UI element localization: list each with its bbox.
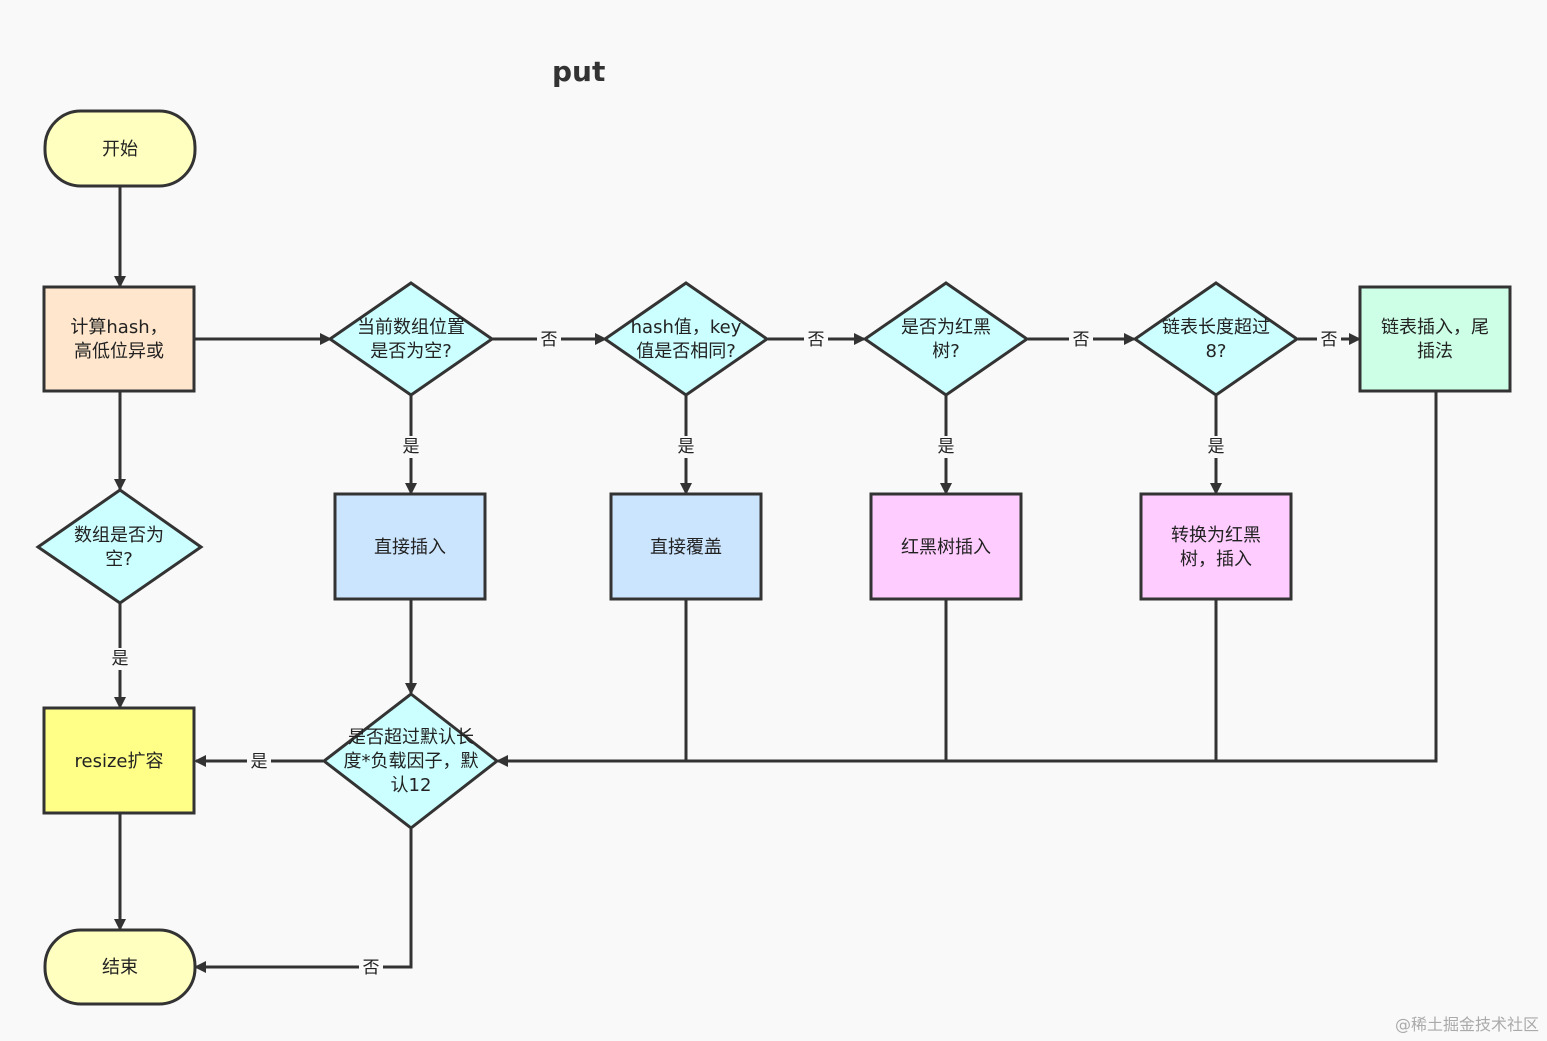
label-is-tree-yes: 是 xyxy=(934,436,958,458)
start-label: 开始 xyxy=(102,139,138,160)
node-text-line: 插法 xyxy=(1417,341,1453,362)
convert-tree-label: 转换为红黑树，插入 xyxy=(1171,525,1261,570)
edge-threshold-to-end xyxy=(194,829,413,973)
start-terminal: 开始 xyxy=(43,109,197,188)
node-text-line: 链表长度超过 xyxy=(1162,317,1270,338)
node-text-line: 8? xyxy=(1205,341,1226,362)
svg-text:是: 是 xyxy=(678,437,695,457)
label-list-gt8-no: 否 xyxy=(1317,329,1341,351)
node-text-line: 结束 xyxy=(102,957,138,978)
nodes: 开始 计算hash， 高低位异或 数组是否为空? resize扩容 结束 当前数组… xyxy=(35,109,1512,1006)
svg-text:是: 是 xyxy=(403,437,420,457)
node-text-line: 度*负载因子，默 xyxy=(344,751,479,772)
key-same-label: hash值，key 值是否相同? xyxy=(631,317,742,362)
direct-insert-label: 直接插入 xyxy=(374,537,446,558)
end-terminal: 结束 xyxy=(43,928,197,1006)
key-same-decision: hash值，key 值是否相同? xyxy=(602,281,770,397)
node-text-line: 是否为红黑 xyxy=(901,317,991,338)
threshold-label: 是否超过默认长度*负载因子，默认12 xyxy=(344,727,479,796)
direct-insert-box: 直接插入 xyxy=(333,492,487,601)
label-key-same-no: 否 xyxy=(804,329,828,351)
svg-text:是: 是 xyxy=(112,649,129,669)
edge-labels: 是 否 否 否 否 是 是 是 xyxy=(108,329,1341,979)
direct-overwrite-box: 直接覆盖 xyxy=(609,492,763,601)
svg-text:是: 是 xyxy=(251,752,268,772)
svg-text:是: 是 xyxy=(938,437,955,457)
list-gt8-decision: 链表长度超过 8? xyxy=(1132,281,1300,397)
label-is-tree-no: 否 xyxy=(1069,329,1093,351)
svg-text:否: 否 xyxy=(1073,330,1090,350)
label-key-same-yes: 是 xyxy=(674,436,698,458)
svg-text:是: 是 xyxy=(1208,437,1225,457)
node-text-line: 高低位异或 xyxy=(74,341,164,362)
node-text-line: 转换为红黑 xyxy=(1171,525,1261,546)
node-text-line: 树? xyxy=(932,341,960,362)
node-text-line: 值是否相同? xyxy=(636,341,736,362)
node-text-line: 是否为空? xyxy=(370,341,452,362)
direct-overwrite-label: 直接覆盖 xyxy=(650,537,722,558)
label-list-gt8-yes: 是 xyxy=(1204,436,1228,458)
tree-insert-box: 红黑树插入 xyxy=(869,492,1023,601)
node-text-line: 直接覆盖 xyxy=(650,537,722,558)
array-empty-label: 数组是否为空? xyxy=(74,525,164,570)
label-threshold-yes: 是 xyxy=(247,751,271,773)
is-tree-label: 是否为红黑树? xyxy=(901,317,991,362)
label-threshold-no: 否 xyxy=(359,957,383,979)
node-text-line: 链表插入，尾 xyxy=(1381,317,1489,338)
node-text-line: 是否超过默认长 xyxy=(348,727,474,748)
label-array-empty-yes: 是 xyxy=(108,648,132,670)
svg-text:否: 否 xyxy=(808,330,825,350)
label-pos-empty-yes: 是 xyxy=(399,436,423,458)
watermark: @稀土掘金技术社区 xyxy=(1394,1015,1539,1034)
label-pos-empty-no: 否 xyxy=(537,329,561,351)
svg-text:否: 否 xyxy=(541,330,558,350)
array-empty-decision: 数组是否为空? xyxy=(35,488,204,605)
convert-tree-box: 转换为红黑树，插入 xyxy=(1139,492,1293,601)
svg-text:否: 否 xyxy=(1321,330,1338,350)
list-insert-label: 链表插入，尾插法 xyxy=(1381,317,1489,362)
node-text-line: 数组是否为 xyxy=(74,525,164,546)
edge-list-insert-to-threshold xyxy=(496,392,1438,767)
node-text-line: 红黑树插入 xyxy=(901,537,991,558)
node-text-line: 开始 xyxy=(102,139,138,160)
resize-label: resize扩容 xyxy=(75,751,164,772)
compute-hash-label: 计算hash， 高低位异或 xyxy=(70,317,167,362)
node-text-line: hash值，key xyxy=(631,317,742,338)
end-label: 结束 xyxy=(102,957,138,978)
node-text-line: 当前数组位置 xyxy=(357,317,465,338)
node-text-line: 树，插入 xyxy=(1180,549,1252,570)
node-text-line: 认12 xyxy=(391,775,432,796)
pos-empty-label: 当前数组位置是否为空? xyxy=(357,317,465,362)
list-gt8-label: 链表长度超过 8? xyxy=(1162,317,1270,362)
resize-box: resize扩容 xyxy=(42,706,196,815)
node-text-line: 计算hash， xyxy=(70,317,167,338)
node-text-line: 直接插入 xyxy=(374,537,446,558)
list-insert-box: 链表插入，尾插法 xyxy=(1358,285,1512,393)
node-text-line: 空? xyxy=(105,549,133,570)
is-tree-decision: 是否为红黑树? xyxy=(862,281,1030,397)
threshold-decision: 是否超过默认长度*负载因子，默认12 xyxy=(321,692,500,830)
node-text-line: resize扩容 xyxy=(75,751,164,772)
pos-empty-decision: 当前数组位置是否为空? xyxy=(327,281,495,397)
svg-text:否: 否 xyxy=(363,958,380,978)
compute-hash-box: 计算hash， 高低位异或 xyxy=(42,285,196,393)
tree-insert-label: 红黑树插入 xyxy=(901,537,991,558)
diagram-title: put xyxy=(552,55,605,88)
